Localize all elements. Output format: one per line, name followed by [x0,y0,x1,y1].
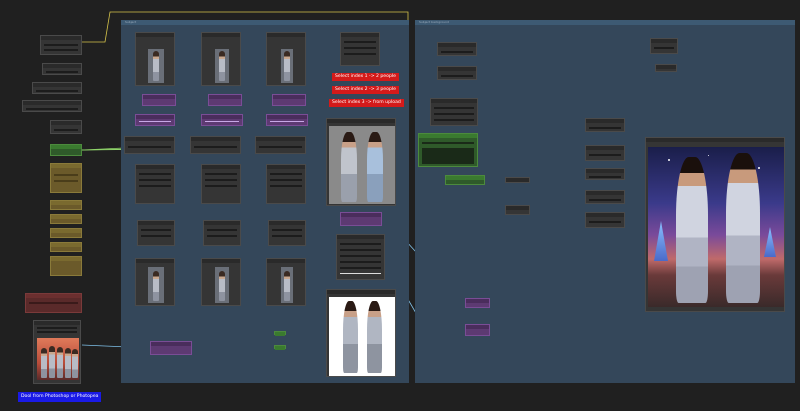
node-bg-conditioning[interactable] [418,133,478,167]
figure [341,132,357,202]
node-upscale[interactable] [50,120,82,134]
node-preview-2[interactable] [201,258,241,306]
node-segment-1[interactable] [124,136,175,154]
node-resize-2[interactable] [203,220,241,246]
thumb-image [148,267,164,303]
node-crop-3[interactable] [266,164,306,204]
figure [726,153,760,303]
node-upscale-model[interactable] [650,38,678,54]
node-conditioning[interactable] [50,144,82,156]
node-mask-1[interactable] [142,94,176,106]
doodle-button[interactable]: Dool from Photoshop or Photopea [18,392,102,402]
figure [49,346,55,378]
node-bg-apply[interactable] [445,175,485,185]
node-mask-3b[interactable] [266,114,308,126]
thumb-image [215,267,229,303]
figure [219,51,225,81]
node-mask-1b[interactable] [135,114,175,126]
node-image-preview-3[interactable] [266,32,306,86]
select-index-1-label: Select index 1 -> 2 people [332,73,399,81]
node-lora-5[interactable] [50,256,82,276]
crystal [654,221,668,261]
node-lora-2[interactable] [50,214,82,224]
node-mask-merge[interactable] [340,212,382,226]
star [708,155,709,156]
merged-image [329,126,395,204]
node-positive-prompt[interactable] [50,163,82,193]
node-segment-3[interactable] [255,136,306,154]
node-image-switch[interactable] [340,32,380,66]
node-composite-5[interactable] [585,212,625,228]
node-upscale-apply[interactable] [655,64,677,72]
figure [367,132,383,202]
cutout-image [329,297,395,376]
node-resize-3[interactable] [268,220,306,246]
select-index-2-label: Select index 2 -> 3 people [332,86,399,94]
node-mask-3[interactable] [272,94,306,106]
final-image [648,147,784,307]
node-mask-2b[interactable] [201,114,243,126]
node-bg-mid[interactable] [505,205,530,215]
node-removed-bg-preview[interactable] [326,289,396,377]
reroute-node[interactable] [274,345,286,350]
figure [343,301,358,373]
node-image-batch[interactable] [336,234,385,280]
figure [284,51,290,81]
node-checkpoint-loader[interactable] [40,35,82,55]
node-resize-1[interactable] [137,220,175,246]
node-composite-4[interactable] [585,190,625,204]
node-clip-text[interactable] [32,82,82,94]
figure [219,271,225,301]
group-title: Subject [125,20,137,24]
figure [367,301,382,373]
node-mask-composite[interactable] [150,341,192,355]
node-image-preview-2[interactable] [201,32,241,86]
figure [284,271,290,301]
node-latent[interactable] [22,100,82,112]
node-bg-loader[interactable] [437,42,477,56]
select-index-3-label: Select index 3 -> from upload [329,99,404,107]
star [758,167,760,169]
node-composite-2[interactable] [585,145,625,161]
thumb-image [215,49,229,83]
node-preview-1[interactable] [135,258,175,306]
star [668,159,670,161]
node-vae-loader[interactable] [42,63,82,75]
node-bg-mask-1[interactable] [465,298,490,308]
node-segment-2[interactable] [190,136,241,154]
node-final-output[interactable] [645,137,785,312]
figure [72,349,78,378]
node-composite-1[interactable] [585,118,625,132]
node-mask-2[interactable] [208,94,242,106]
link-wire [82,11,409,43]
figure [153,51,159,81]
figure [57,347,63,378]
node-lora-1[interactable] [50,200,82,210]
node-lora-4[interactable] [50,242,82,252]
node-preview-3[interactable] [266,258,306,306]
node-composite-3[interactable] [585,168,625,180]
figure [153,271,159,301]
crystal [764,227,776,257]
node-image-preview-1[interactable] [135,32,175,86]
node-crop-1[interactable] [135,164,175,204]
node-bg-reroute[interactable] [505,177,530,183]
figure [41,348,47,378]
node-bg-mask-2[interactable] [465,324,490,336]
node-crop-2[interactable] [201,164,241,204]
upload-image-preview [37,338,79,380]
node-merged-preview[interactable] [326,118,396,206]
node-load-image[interactable] [33,320,81,384]
group-title: Subject background [419,20,449,24]
thumb-image [281,267,293,303]
figure [65,348,71,378]
thumb-image [281,49,293,83]
figure [676,157,708,303]
node-lora-3[interactable] [50,228,82,238]
node-bg-prompt[interactable] [437,66,477,80]
node-bg-sampler[interactable] [430,98,478,126]
node-negative-prompt[interactable] [25,293,82,313]
thumb-image [148,49,164,83]
reroute-node[interactable] [274,331,286,336]
